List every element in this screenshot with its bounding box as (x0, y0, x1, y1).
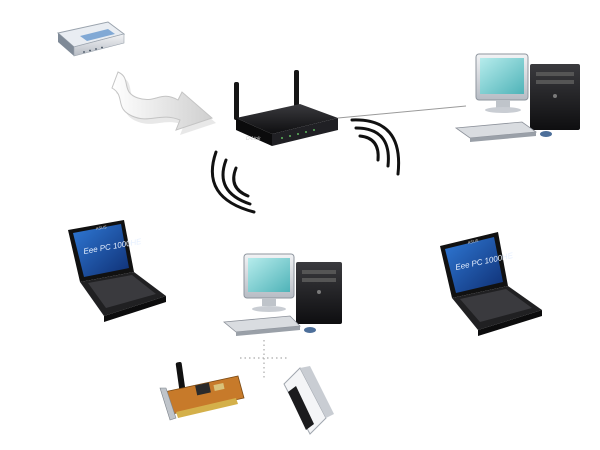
laptop-left-brand-label: ASUS (94, 224, 107, 231)
laptop-icon: Eee PC 1000HE ASUS (68, 220, 166, 322)
modem-icon (56, 21, 126, 57)
wireless-pci-card-icon (159, 362, 245, 421)
laptop-icon: Eee PC 1000HE ASUS (440, 232, 542, 336)
desktop-pc-icon (454, 53, 580, 142)
laptop-right-brand-label: ASUS (466, 238, 479, 245)
wifi-signal-icon (210, 150, 256, 214)
router-brand-label: D-Link (246, 136, 261, 142)
wifi-signal-icon (350, 118, 401, 176)
usb-wifi-adapter-icon (283, 366, 334, 435)
dotted-connector (240, 340, 288, 378)
wired-link-line (337, 105, 467, 119)
connection-arrow-icon (111, 71, 216, 135)
router-icon: D-Link (234, 70, 338, 146)
desktop-pc-icon (223, 253, 342, 336)
